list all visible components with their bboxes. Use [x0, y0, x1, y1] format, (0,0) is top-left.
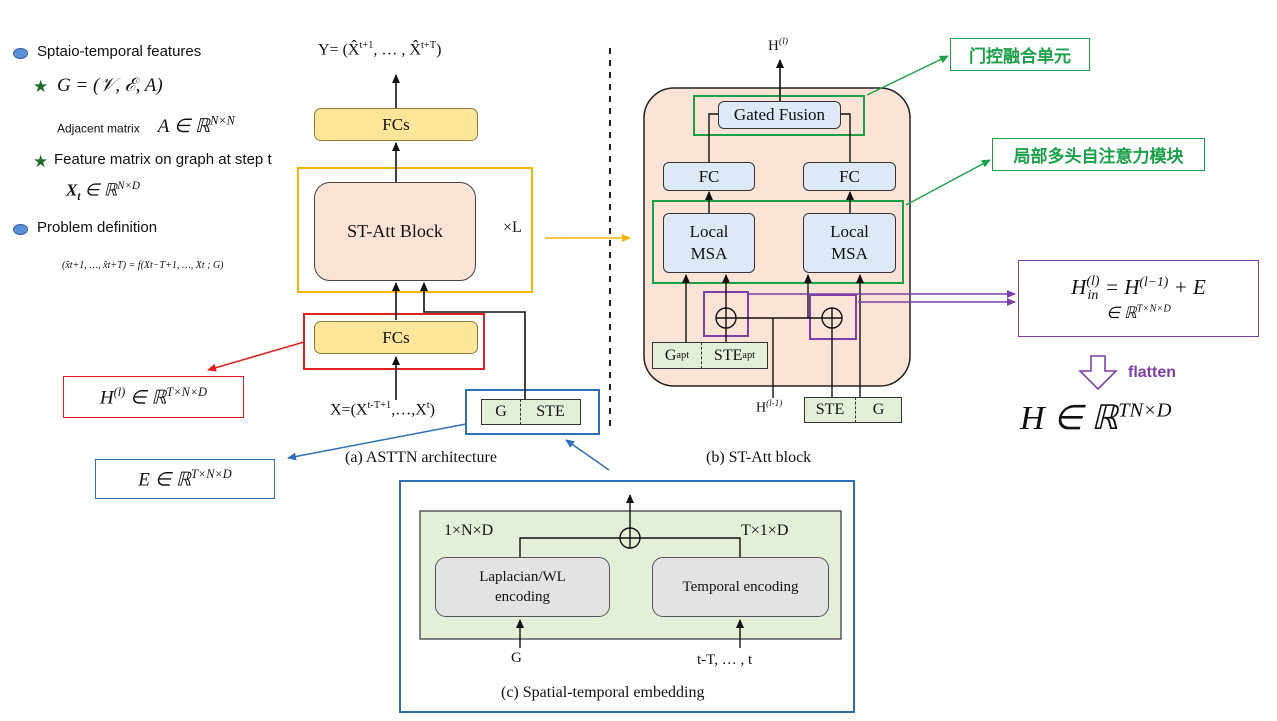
msa-frame	[652, 200, 904, 284]
temporal-dims-label: T×1×D	[741, 522, 789, 539]
previous-hidden-label: H(l-1)	[756, 398, 783, 416]
adjacent-matrix-label: Adjacent matrix	[57, 121, 140, 136]
legend-item-features: Sptaio-temporal features	[37, 43, 202, 60]
st-att-block: ST-Att Block	[314, 182, 476, 281]
caption-embedding: (c) Spatial-temporal embedding	[501, 684, 705, 701]
gated-fusion-unit: Gated Fusion	[718, 101, 841, 129]
add-frame-right	[809, 294, 857, 340]
st-att-repeat-frame	[297, 167, 533, 293]
star-icon: ★	[33, 152, 49, 171]
fc-right: FC	[803, 162, 896, 191]
hidden-state-annotation: H(l) ∈ ℝT×N×D	[63, 376, 244, 418]
adjacent-matrix-row: Adjacent matrix A ∈ ℝN×N	[57, 114, 235, 138]
flatten-arrow-icon	[1078, 355, 1118, 391]
fcs-highlight-frame	[303, 313, 485, 370]
ste-input-cell: STE	[521, 399, 581, 425]
local-msa-note: 局部多头自注意力模块	[992, 138, 1205, 171]
gated-fusion-note: 门控融合单元	[950, 38, 1090, 71]
fc-left: FC	[663, 162, 755, 191]
legend-item-problem: Problem definition	[37, 219, 158, 236]
fcs-output-layer: FCs	[314, 108, 478, 141]
input-formula: X=(Xt-T+1,…,Xt)	[330, 400, 435, 419]
spatial-dims-label: 1×N×D	[444, 522, 494, 539]
graph-definition: G = (𝒱, ℰ, A)	[57, 75, 163, 96]
problem-equation: (x̂t+1, …, x̂t+T) = f(Xt−T+1, …, Xt ; G)	[62, 260, 224, 271]
graph-input-label: G	[511, 650, 522, 666]
bullet-dot-icon	[13, 224, 28, 235]
feature-matrix-label: Feature matrix on graph at step t	[54, 151, 272, 168]
embedding-highlight-frame	[465, 389, 600, 435]
fcs-input-layer: FCs	[314, 321, 478, 354]
time-input-label: t-T, … , t	[697, 652, 753, 668]
flatten-label: flatten	[1128, 364, 1176, 381]
output-formula: Y= (X̂t+1, … , X̂t+T)	[318, 40, 442, 59]
input-sum-annotation: H(l)in = H(l−1) + E ∈ ℝT×N×D	[1018, 260, 1259, 337]
block-g-cell: G	[856, 397, 902, 423]
gated-fusion-frame	[693, 95, 865, 136]
block-output-label: H(l)	[768, 36, 789, 54]
bullet-dot-icon	[13, 48, 28, 59]
repeat-count-label: ×L	[503, 219, 522, 236]
caption-st-att-block: (b) ST-Att block	[706, 449, 812, 466]
temporal-encoding: Temporal encoding	[652, 557, 829, 617]
graph-input-cell: G	[481, 399, 521, 425]
block-ste-cell: STE	[804, 397, 856, 423]
flattened-hidden-state: H ∈ ℝTN×D	[1020, 399, 1172, 437]
caption-architecture: (a) ASTTN architecture	[345, 449, 497, 466]
embedding-annotation: E ∈ ℝT×N×D	[95, 459, 275, 499]
feature-matrix-math: Xt ∈ ℝN×D	[66, 180, 141, 204]
adjacent-matrix-math: A ∈ ℝN×N	[157, 114, 235, 138]
star-icon: ★	[33, 77, 49, 96]
